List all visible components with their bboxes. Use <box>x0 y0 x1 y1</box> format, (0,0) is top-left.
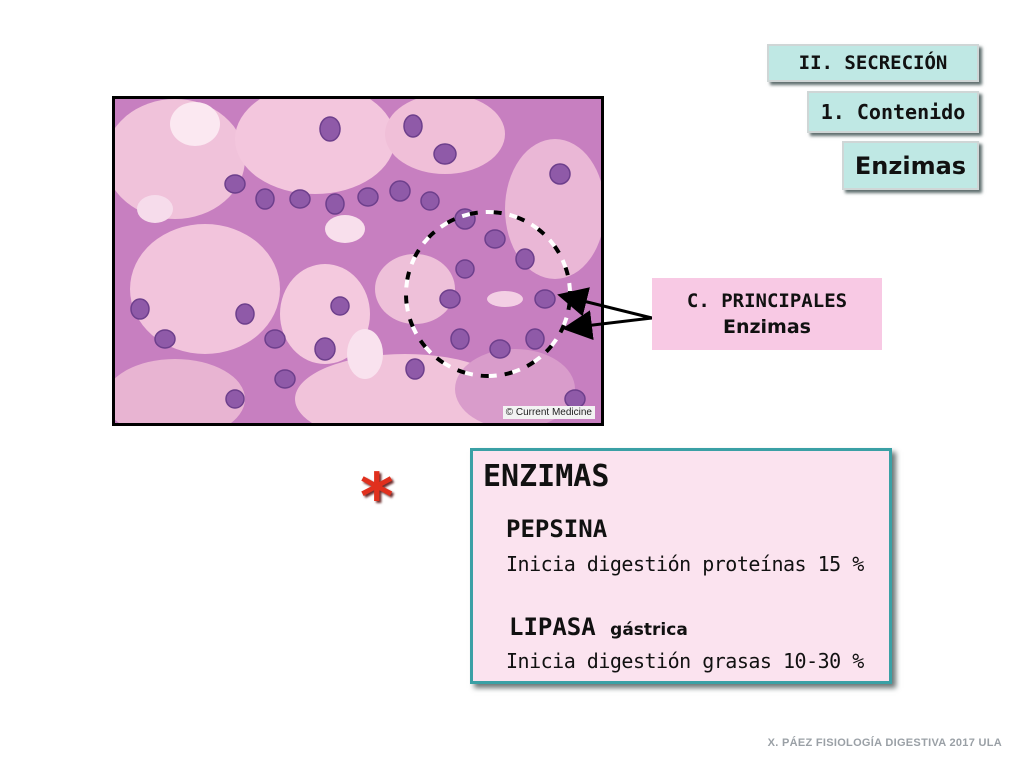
principal-cells-label: C. PRINCIPALES Enzimas <box>652 278 882 350</box>
topic-tag: Enzimas <box>842 141 979 190</box>
image-credit: © Current Medicine <box>502 406 595 419</box>
pepsin-description: Inicia digestión proteínas 15 % <box>506 552 864 576</box>
principal-cells-subtitle: Enzimas <box>722 316 811 338</box>
enzymes-panel: ENZIMAS PEPSINA Inicia digestión proteín… <box>470 448 892 684</box>
histology-micrograph: © Current Medicine <box>112 96 604 426</box>
slide-footer: X. PÁEZ FISIOLOGÍA DIGESTIVA 2017 ULA <box>767 737 1002 749</box>
micrograph-image <box>115 99 601 423</box>
asterisk-icon: * <box>360 461 394 535</box>
lipase-description: Inicia digestión grasas 10-30 % <box>506 649 864 673</box>
subsection-tag: 1. Contenido <box>807 91 979 133</box>
pepsin-name: PEPSINA <box>506 515 608 543</box>
lipase-name: LIPASA <box>509 613 596 641</box>
principal-cells-title: C. PRINCIPALES <box>686 290 848 312</box>
lipase-heading: LIPASA gástrica <box>509 613 688 641</box>
enzymes-title: ENZIMAS <box>483 459 610 494</box>
section-tag: II. SECRECIÓN <box>767 44 979 82</box>
lipase-qualifier: gástrica <box>610 620 688 640</box>
